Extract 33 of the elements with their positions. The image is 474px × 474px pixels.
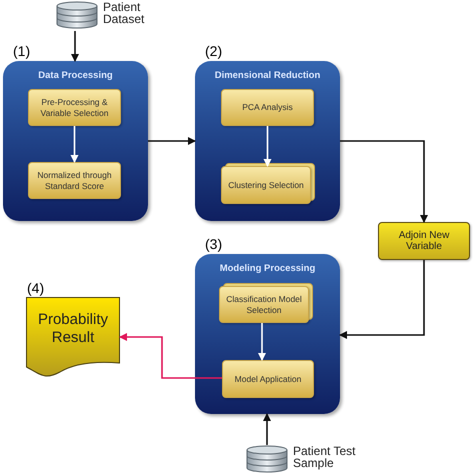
step-number: (3) <box>205 235 222 254</box>
step-label: PCA Analysis <box>242 102 293 113</box>
step-label: Model Application <box>234 374 302 384</box>
arrow <box>119 333 222 379</box>
step-label: Clustering Selection <box>228 180 304 190</box>
arrow <box>258 323 266 361</box>
panel-title: Data Processing <box>37 69 114 83</box>
step-label: Adjoin New Variable <box>398 230 450 252</box>
arrow <box>264 126 272 167</box>
step-label: Classification Model Selection <box>225 294 303 316</box>
panel-title: Dimensional Reduction <box>214 69 322 83</box>
step-box <box>222 360 314 398</box>
arrow <box>263 413 271 445</box>
step-box <box>378 222 470 260</box>
step-box <box>221 166 311 204</box>
step-box <box>219 286 309 323</box>
step-box <box>28 162 121 199</box>
database-label: Patient Test Sample <box>293 445 356 469</box>
database-label: Patient Dataset <box>103 1 146 25</box>
result-label: Probability Result <box>36 311 110 347</box>
step-box <box>221 89 314 126</box>
step-number: (4) <box>27 279 44 298</box>
step-label: Pre-Processing & Variable Selection <box>40 96 110 118</box>
step-label: Normalized through Standard Score <box>36 170 113 192</box>
step-box <box>28 89 121 126</box>
arrow <box>70 126 78 163</box>
arrow <box>340 140 428 223</box>
step-number: (1) <box>13 42 30 61</box>
arrow <box>339 260 425 339</box>
step-number: (2) <box>205 42 222 61</box>
panel-title: Modeling Processing <box>218 262 316 276</box>
arrow <box>148 137 196 145</box>
arrow <box>71 31 79 62</box>
